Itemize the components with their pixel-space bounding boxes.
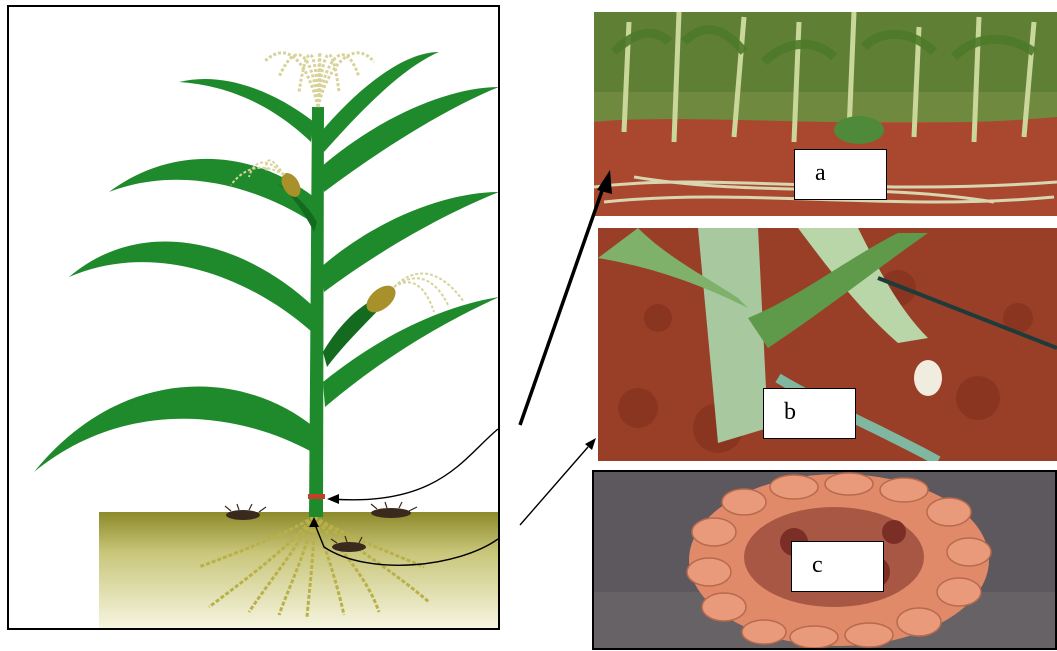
soil-layer [99,512,498,628]
label-a: a [794,149,887,200]
photo-a-lodged-maize: a [594,12,1057,216]
arrowhead-b [585,438,596,450]
maize-plant-diagram [7,5,500,630]
photo-b-damaged-stem-base: b [598,228,1057,461]
label-b: b [763,388,856,439]
photo-c-damaged-maize-cob: c [592,470,1057,650]
entry-hole-marker [308,494,325,499]
arrow-to-photo-b [520,447,588,525]
arrow-to-photo-a [520,185,604,425]
label-c: c [791,541,884,592]
maize-leaves [34,52,498,472]
maize-plant-illustration-icon [9,7,498,628]
arrowhead-stem [327,494,339,504]
